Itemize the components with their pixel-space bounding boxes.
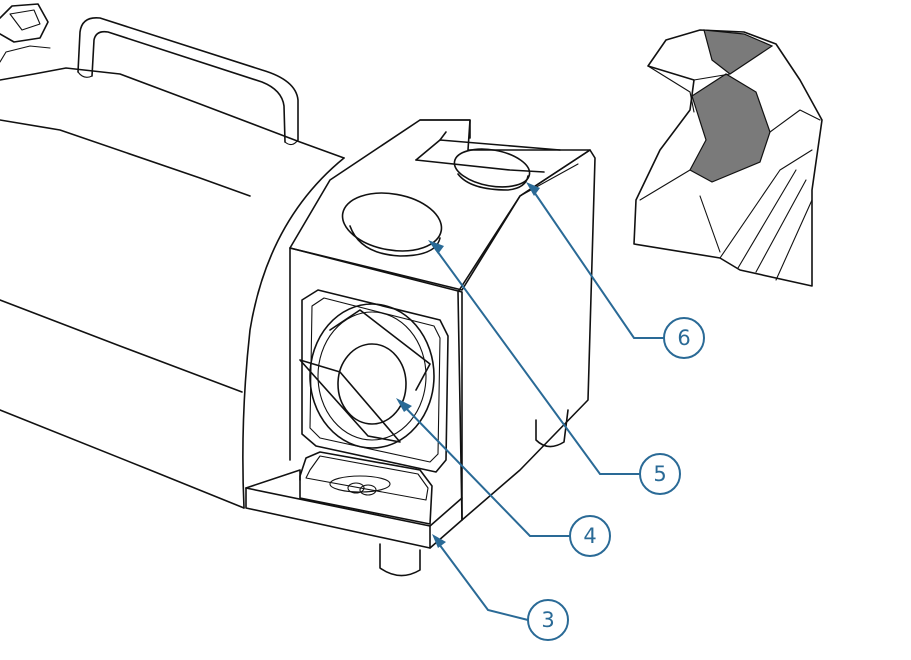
callout-6: 6: [526, 182, 705, 359]
top-hole-6: [453, 148, 531, 191]
callout-3: 3: [432, 534, 569, 641]
callout-label-4: 4: [583, 524, 596, 548]
carrying-handle: [77, 16, 299, 146]
wheel-window: [299, 289, 449, 473]
slot-holder: [299, 451, 433, 525]
callout-label-3: 3: [541, 608, 554, 632]
callout-label-5: 5: [653, 462, 666, 486]
drill-bit-tip-illustration: [633, 29, 823, 287]
callout-4: 4: [396, 398, 611, 557]
callout-label-6: 6: [677, 326, 690, 350]
machine-body: [0, 3, 596, 577]
power-switch: [0, 3, 51, 63]
callout-5: 5: [428, 240, 681, 495]
